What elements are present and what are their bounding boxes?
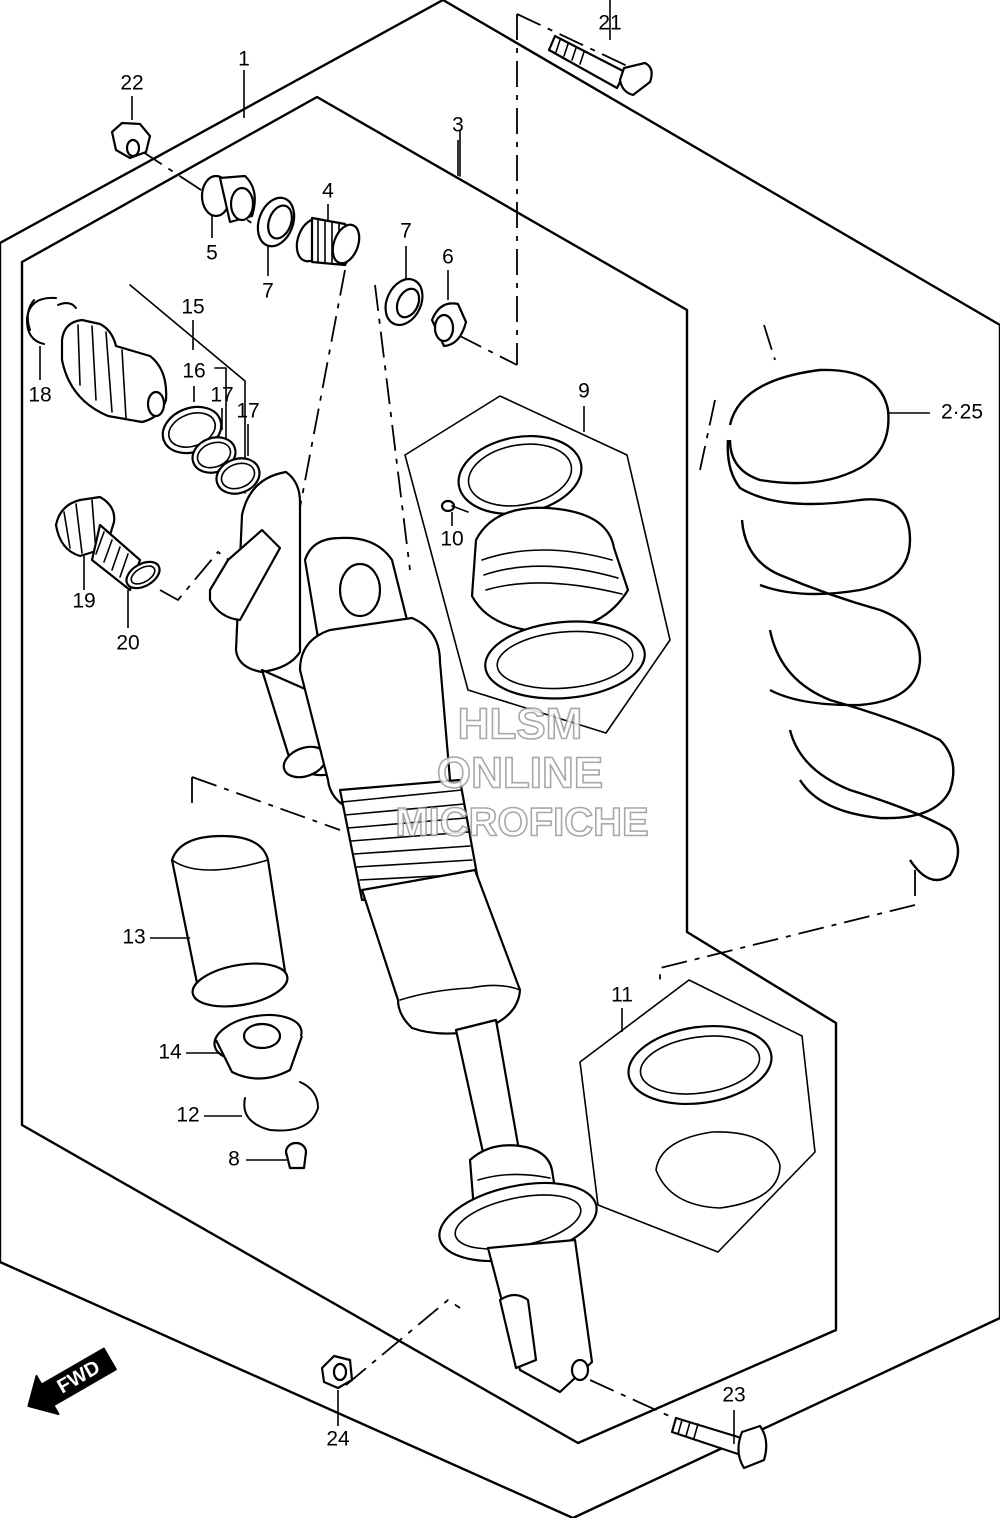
axis-line-21-top bbox=[516, 13, 641, 73]
part-12-circlip bbox=[243, 1081, 319, 1132]
part-11-spring-seat bbox=[627, 1024, 781, 1209]
callout-5: 5 bbox=[206, 242, 218, 265]
callout-24: 24 bbox=[326, 1428, 350, 1451]
watermark-line-3: MICROFICHE bbox=[395, 801, 648, 845]
part-3-shock-body bbox=[208, 470, 598, 1394]
watermark-line-2: ONLINE bbox=[437, 749, 603, 798]
callout-3: 3 bbox=[452, 114, 464, 137]
callout-11: 11 bbox=[611, 984, 633, 1007]
callout-9: 9 bbox=[578, 380, 590, 403]
part-9-spring-adjuster bbox=[457, 434, 646, 700]
callout-19: 19 bbox=[72, 590, 95, 613]
axis-line-spring-mid bbox=[699, 399, 716, 471]
part-7-seal-top bbox=[256, 196, 296, 248]
callout-20: 20 bbox=[116, 632, 139, 655]
axis-line-6 bbox=[457, 334, 518, 366]
callout-17-a: 17 bbox=[210, 384, 233, 407]
callout-23: 23 bbox=[722, 1384, 745, 1407]
callout-8: 8 bbox=[228, 1148, 240, 1171]
callout-14: 14 bbox=[158, 1041, 182, 1064]
callout-12: 12 bbox=[176, 1104, 199, 1127]
callout-7-top: 7 bbox=[262, 280, 274, 303]
part-13-reservoir-sleeve bbox=[170, 834, 289, 1008]
part-2-coil-spring bbox=[726, 368, 960, 882]
part-23-bolt bbox=[670, 1416, 768, 1470]
part-20-o-ring bbox=[125, 560, 161, 590]
kit-bracket-15 bbox=[129, 284, 246, 494]
callout-2-25: 2·25 bbox=[941, 401, 983, 424]
callout-leaders bbox=[39, 0, 930, 1444]
callout-17-b: 17 bbox=[236, 400, 259, 423]
part-17-o-ring-b bbox=[215, 457, 261, 495]
callout-10: 10 bbox=[440, 528, 463, 551]
axis-line-bottom bbox=[345, 1298, 461, 1386]
part-6-washer bbox=[430, 302, 468, 348]
kit-bracket-17 bbox=[214, 367, 227, 451]
callout-7-right: 7 bbox=[400, 220, 412, 243]
callout-18: 18 bbox=[28, 384, 51, 407]
watermark: HLSM ONLINE MICROFICHE bbox=[395, 699, 650, 846]
callout-15: 15 bbox=[181, 296, 204, 319]
part-8-nut bbox=[284, 1141, 308, 1170]
assembly-frame-inner bbox=[20, 95, 838, 1445]
callout-22: 22 bbox=[120, 72, 143, 95]
axis-line-13 bbox=[191, 776, 341, 831]
callout-21: 21 bbox=[598, 12, 621, 35]
callout-1: 1 bbox=[238, 48, 250, 71]
watermark-line-1: HLSM bbox=[458, 700, 583, 749]
axis-line-spring-top bbox=[763, 324, 776, 361]
part-22-collar bbox=[110, 121, 152, 160]
part-15-reservoir-cap bbox=[60, 318, 168, 424]
callout-4: 4 bbox=[322, 180, 334, 203]
kit-outline-11 bbox=[579, 979, 816, 1253]
axis-line-shaft-b bbox=[374, 284, 411, 571]
part-21-bolt bbox=[547, 34, 653, 97]
kit-outline-9 bbox=[404, 395, 671, 734]
part-7-seal-right bbox=[384, 277, 424, 327]
part-4-needle-bearing bbox=[295, 216, 361, 267]
part-10-screw bbox=[440, 499, 469, 513]
forward-direction-arrow: FWD bbox=[27, 1347, 117, 1416]
part-24-collar bbox=[320, 1354, 354, 1390]
part-14-reservoir-end-cap bbox=[213, 1013, 304, 1080]
callout-6: 6 bbox=[442, 246, 454, 269]
part-5-bushing bbox=[200, 174, 256, 224]
axis-line-spring-low bbox=[659, 904, 916, 985]
callout-16: 16 bbox=[182, 360, 205, 383]
axis-line-top bbox=[139, 149, 271, 236]
callout-13: 13 bbox=[122, 926, 145, 949]
